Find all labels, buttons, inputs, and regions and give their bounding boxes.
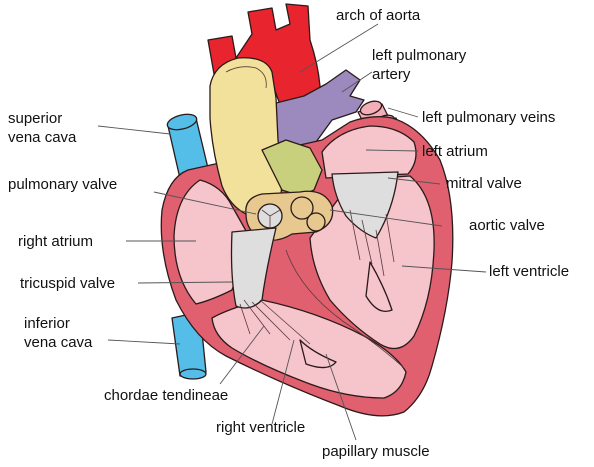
label-inferior-vena-cava-line2: vena cava [24, 334, 93, 351]
label-pulmonary-valve: pulmonary valve [8, 176, 117, 193]
label-papillary-muscle: papillary muscle [322, 443, 430, 460]
label-right-atrium: right atrium [18, 233, 93, 250]
labels: arch of aorta left pulmonary artery left… [8, 7, 569, 460]
tricuspid-chordae [239, 299, 311, 345]
label-mitral-valve: mitral valve [446, 175, 522, 192]
label-aortic-valve: aortic valve [469, 217, 545, 234]
tricuspid-valve-shape [230, 227, 277, 309]
label-left-pulmonary-veins: left pulmonary veins [422, 109, 555, 126]
label-superior-vena-cava-line1: superior [8, 110, 62, 127]
label-chordae-tendineae: chordae tendineae [104, 387, 228, 404]
septum [285, 249, 405, 369]
mitral-chordae [349, 209, 395, 277]
pulmonary-trunk-rim [225, 66, 267, 89]
papillary-muscle-right [299, 339, 337, 369]
left-ventricle-chamber [309, 175, 435, 350]
mitral-valve-shape [331, 171, 399, 239]
leader-lines [97, 23, 487, 441]
label-arch-of-aorta: arch of aorta [336, 7, 421, 24]
label-left-atrium: left atrium [422, 143, 488, 160]
papillary-muscle-left [365, 261, 393, 313]
label-left-pulmonary-artery-line1: left pulmonary [372, 47, 467, 64]
valve-ring-cluster [245, 190, 334, 241]
label-inferior-vena-cava-line1: inferior [24, 315, 70, 332]
label-right-ventricle: right ventricle [216, 419, 305, 436]
label-left-pulmonary-artery-line2: artery [372, 66, 411, 83]
label-tricuspid-valve: tricuspid valve [20, 275, 115, 292]
pulmonary-artery-shape [261, 139, 323, 197]
right-atrium-chamber [173, 179, 251, 305]
label-superior-vena-cava-line2: vena cava [8, 129, 77, 146]
left-atrium-chamber [321, 125, 417, 179]
superior-vena-cava-opening [166, 113, 198, 131]
label-left-ventricle: left ventricle [489, 263, 569, 280]
inferior-vena-cava-opening [179, 368, 207, 380]
